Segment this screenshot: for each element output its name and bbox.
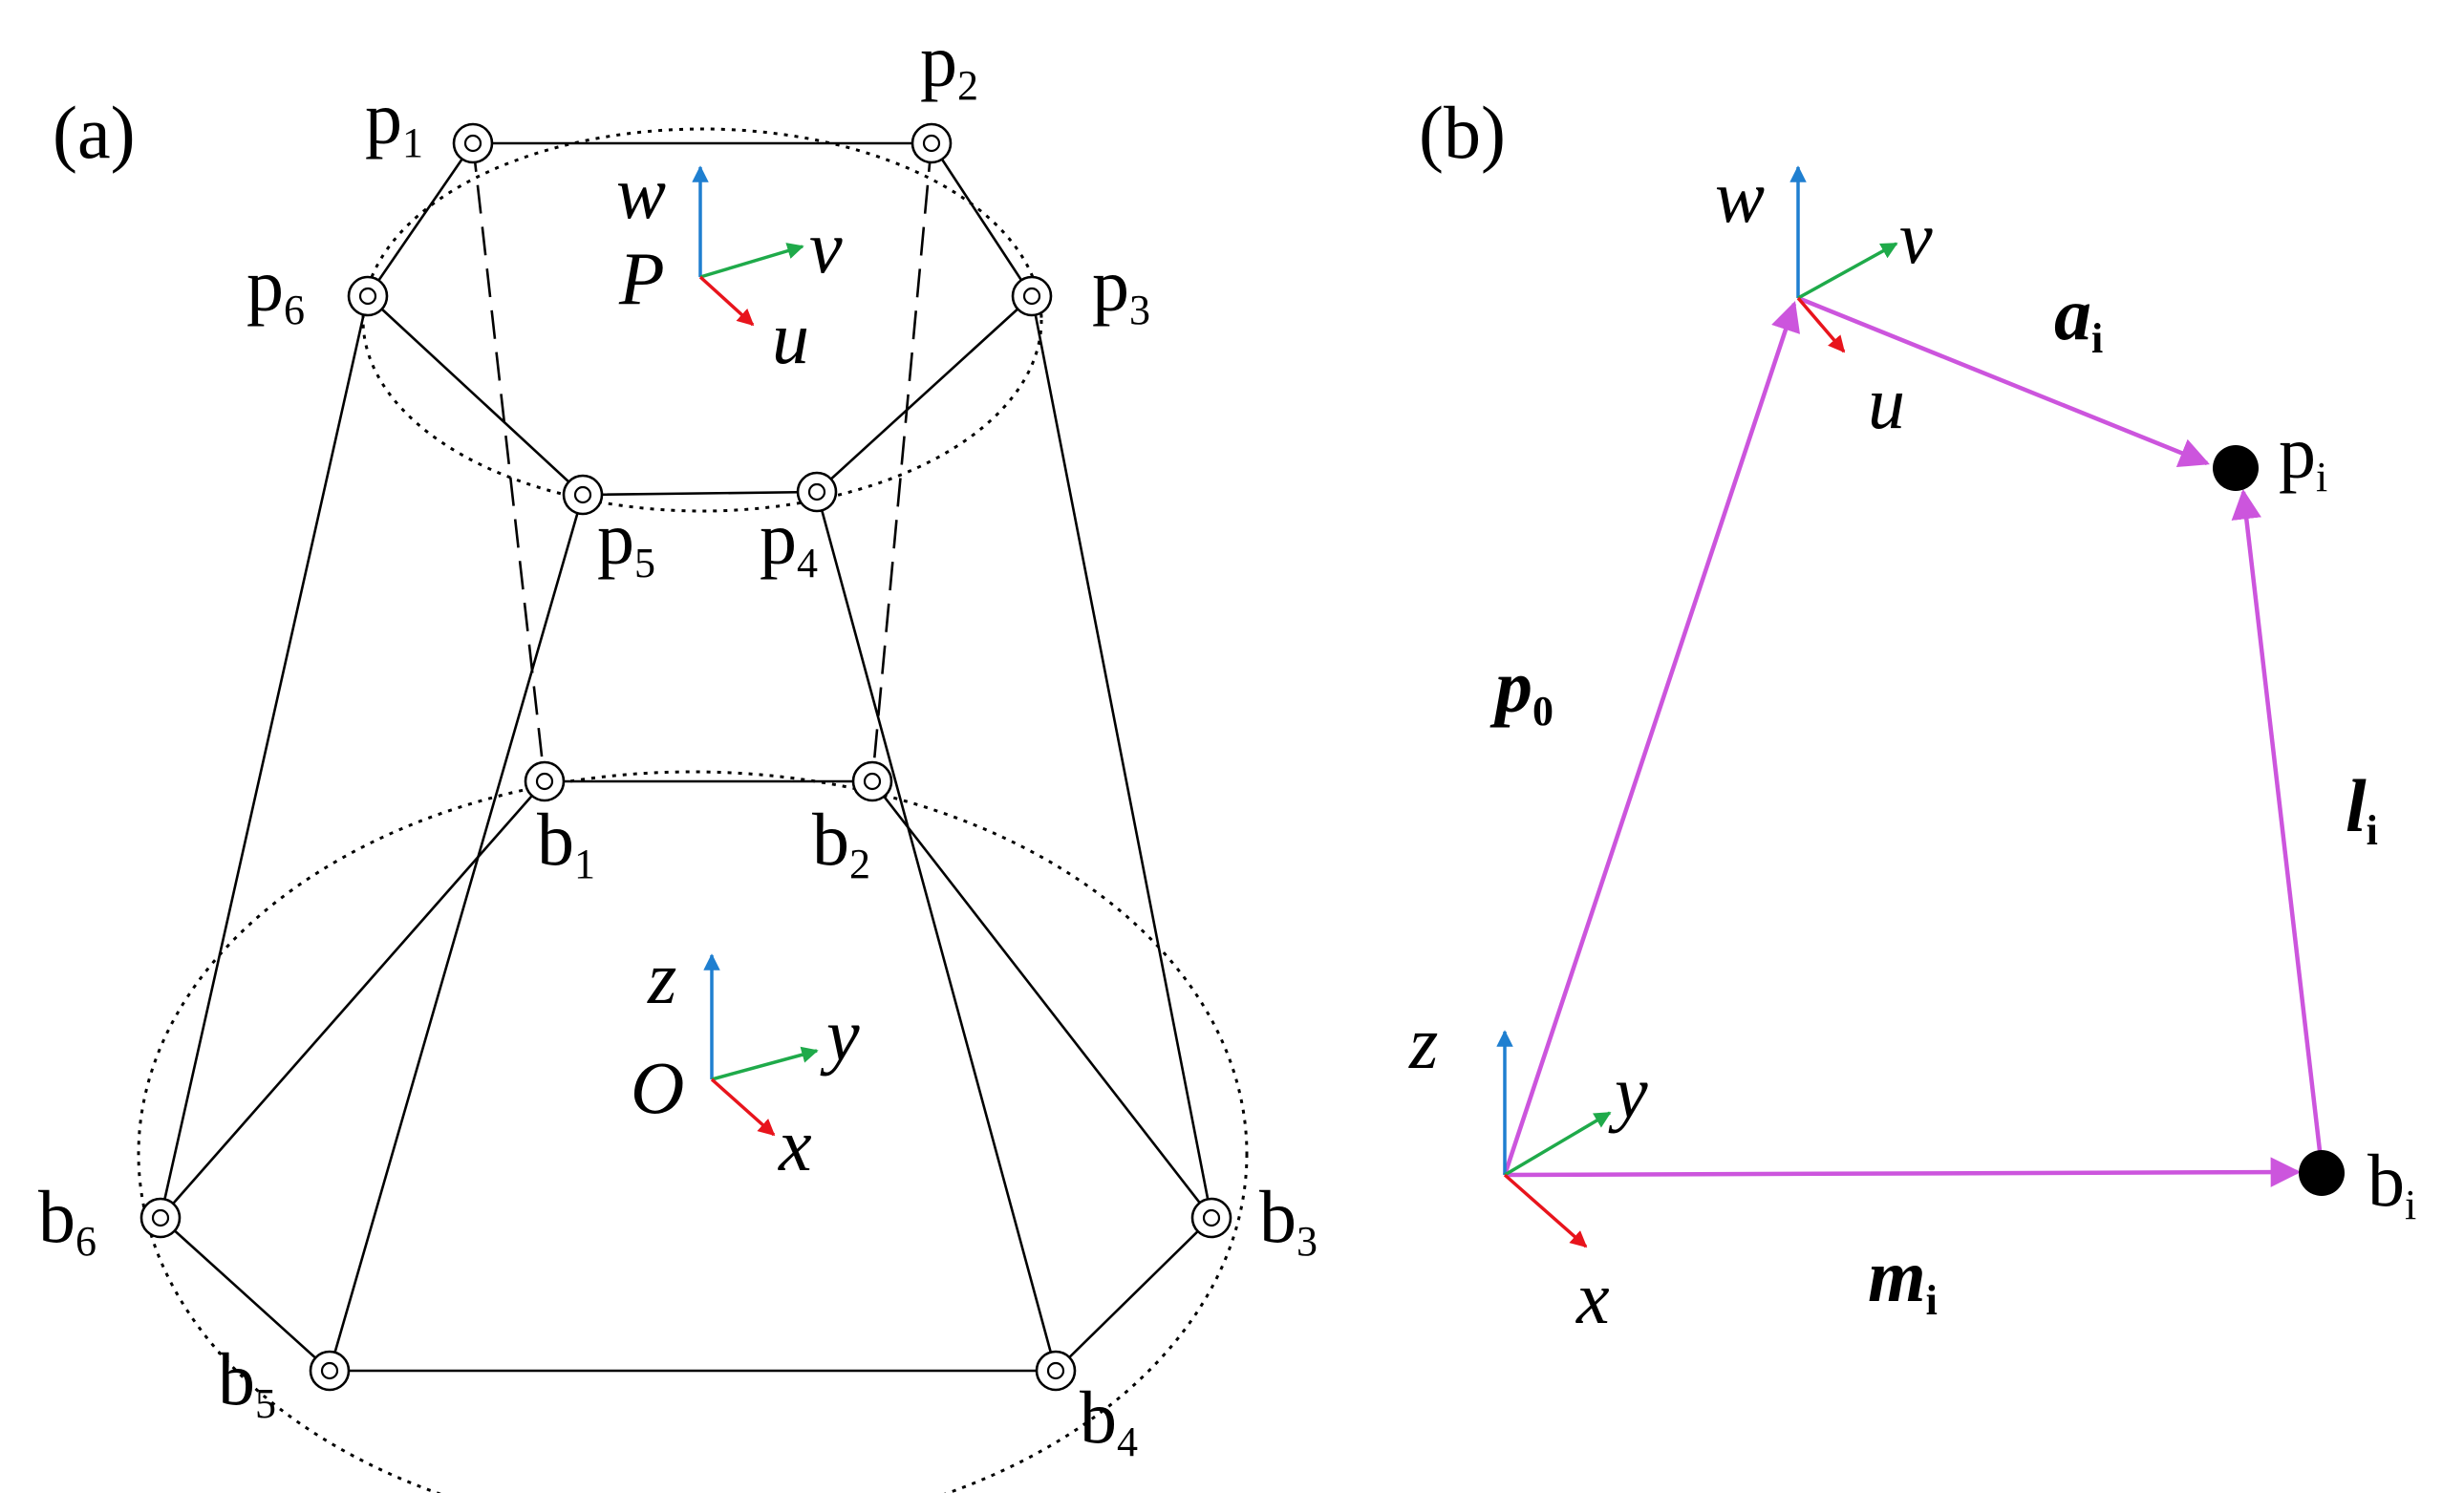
label-p1: p1 — [365, 76, 423, 166]
axis-x-arrow — [710, 1077, 776, 1137]
vector-l-label: li — [2346, 764, 2378, 854]
label-b4: b4 — [1080, 1376, 1138, 1465]
axis-z-label: z — [1408, 1001, 1438, 1084]
axis-w-label: w — [616, 151, 666, 234]
axis-v-arrow — [699, 243, 804, 279]
origin-O-label: O — [631, 1046, 684, 1129]
joint-p3 — [1011, 275, 1053, 317]
base-platform-circle — [137, 770, 1249, 1493]
base-platform-hexagon — [159, 779, 1213, 1373]
label-p2: p2 — [920, 19, 978, 109]
origin-P-label: P — [618, 237, 665, 320]
point-b-i — [2299, 1150, 2345, 1196]
axis-y-arrow — [711, 1046, 819, 1081]
joint-b5 — [309, 1350, 351, 1392]
axis-u-label: u — [772, 296, 809, 379]
joint-p1 — [452, 122, 494, 164]
axis-v-label: v — [1899, 196, 1933, 279]
axis-u-arrow — [1796, 296, 1846, 353]
panel-a: (a) — [38, 19, 1318, 1493]
point-p-i-label: pi — [2279, 411, 2327, 501]
axis-x-label: x — [778, 1103, 812, 1186]
leg — [159, 295, 370, 1219]
axis-z-label: z — [647, 936, 676, 1019]
joint-b1 — [524, 760, 566, 802]
leg — [328, 494, 585, 1372]
label-p3: p3 — [1092, 244, 1150, 333]
leg — [815, 491, 1058, 1372]
fixed-frame-a: z y x O — [631, 936, 860, 1186]
joint-p2 — [911, 122, 953, 164]
fixed-frame-b: z y x — [1408, 1001, 1648, 1339]
joints — [139, 122, 1232, 1392]
joint-b6 — [139, 1197, 182, 1239]
hidden-leg — [471, 142, 546, 782]
label-b1: b1 — [537, 798, 595, 887]
vector-p0-label: p0 — [1489, 645, 1553, 735]
axis-x-label: x — [1575, 1256, 1610, 1339]
hidden-legs — [471, 142, 933, 782]
joint-b3 — [1190, 1197, 1232, 1239]
top-platform-circle — [361, 127, 1043, 513]
vector-l-i — [2231, 488, 2325, 1168]
axis-u-arrow — [698, 275, 755, 327]
label-p4: p4 — [760, 497, 818, 587]
axis-y-arrow — [1504, 1111, 1612, 1177]
axis-v-label: v — [809, 205, 843, 288]
joint-p4 — [796, 471, 838, 513]
panel-a-label: (a) — [53, 91, 136, 174]
axis-y-label: y — [820, 993, 860, 1077]
vector-p-0 — [1502, 301, 1801, 1176]
vector-a-label: ai — [2054, 272, 2103, 362]
point-p-i — [2213, 445, 2259, 491]
joint-p5 — [562, 474, 604, 516]
vector-a-i — [1797, 295, 2210, 467]
label-b6: b6 — [38, 1175, 96, 1265]
vector-m-label: mi — [1868, 1234, 1938, 1324]
panel-b-label: (b) — [1419, 91, 1506, 174]
axis-y-label: y — [1608, 1051, 1648, 1134]
axis-x-arrow — [1503, 1173, 1588, 1248]
axis-w-label: w — [1715, 155, 1765, 238]
hidden-leg — [870, 142, 933, 782]
label-p5: p5 — [597, 497, 655, 587]
joint-b2 — [851, 760, 893, 802]
label-b3: b3 — [1259, 1175, 1318, 1265]
label-p6: p6 — [246, 244, 305, 333]
label-b5: b5 — [218, 1337, 276, 1427]
joint-p6 — [347, 275, 389, 317]
moving-frame-b: w v u — [1715, 155, 1933, 444]
axis-u-label: u — [1868, 361, 1905, 444]
vector-m-i — [1504, 1157, 2302, 1187]
leg — [1030, 295, 1213, 1219]
label-b2: b2 — [812, 798, 870, 887]
axis-v-arrow — [1797, 242, 1898, 300]
moving-frame-a: w v u P — [616, 151, 843, 379]
point-b-i-label: bi — [2368, 1139, 2416, 1228]
panel-b: (b) pi bi p0 ai li mi w v u z — [1408, 91, 2416, 1339]
legs — [159, 295, 1213, 1372]
joint-b4 — [1035, 1350, 1077, 1392]
joint-labels: p1 p2 p3 p4 p5 p6 b1 b2 b3 b4 b5 b6 — [38, 19, 1318, 1465]
